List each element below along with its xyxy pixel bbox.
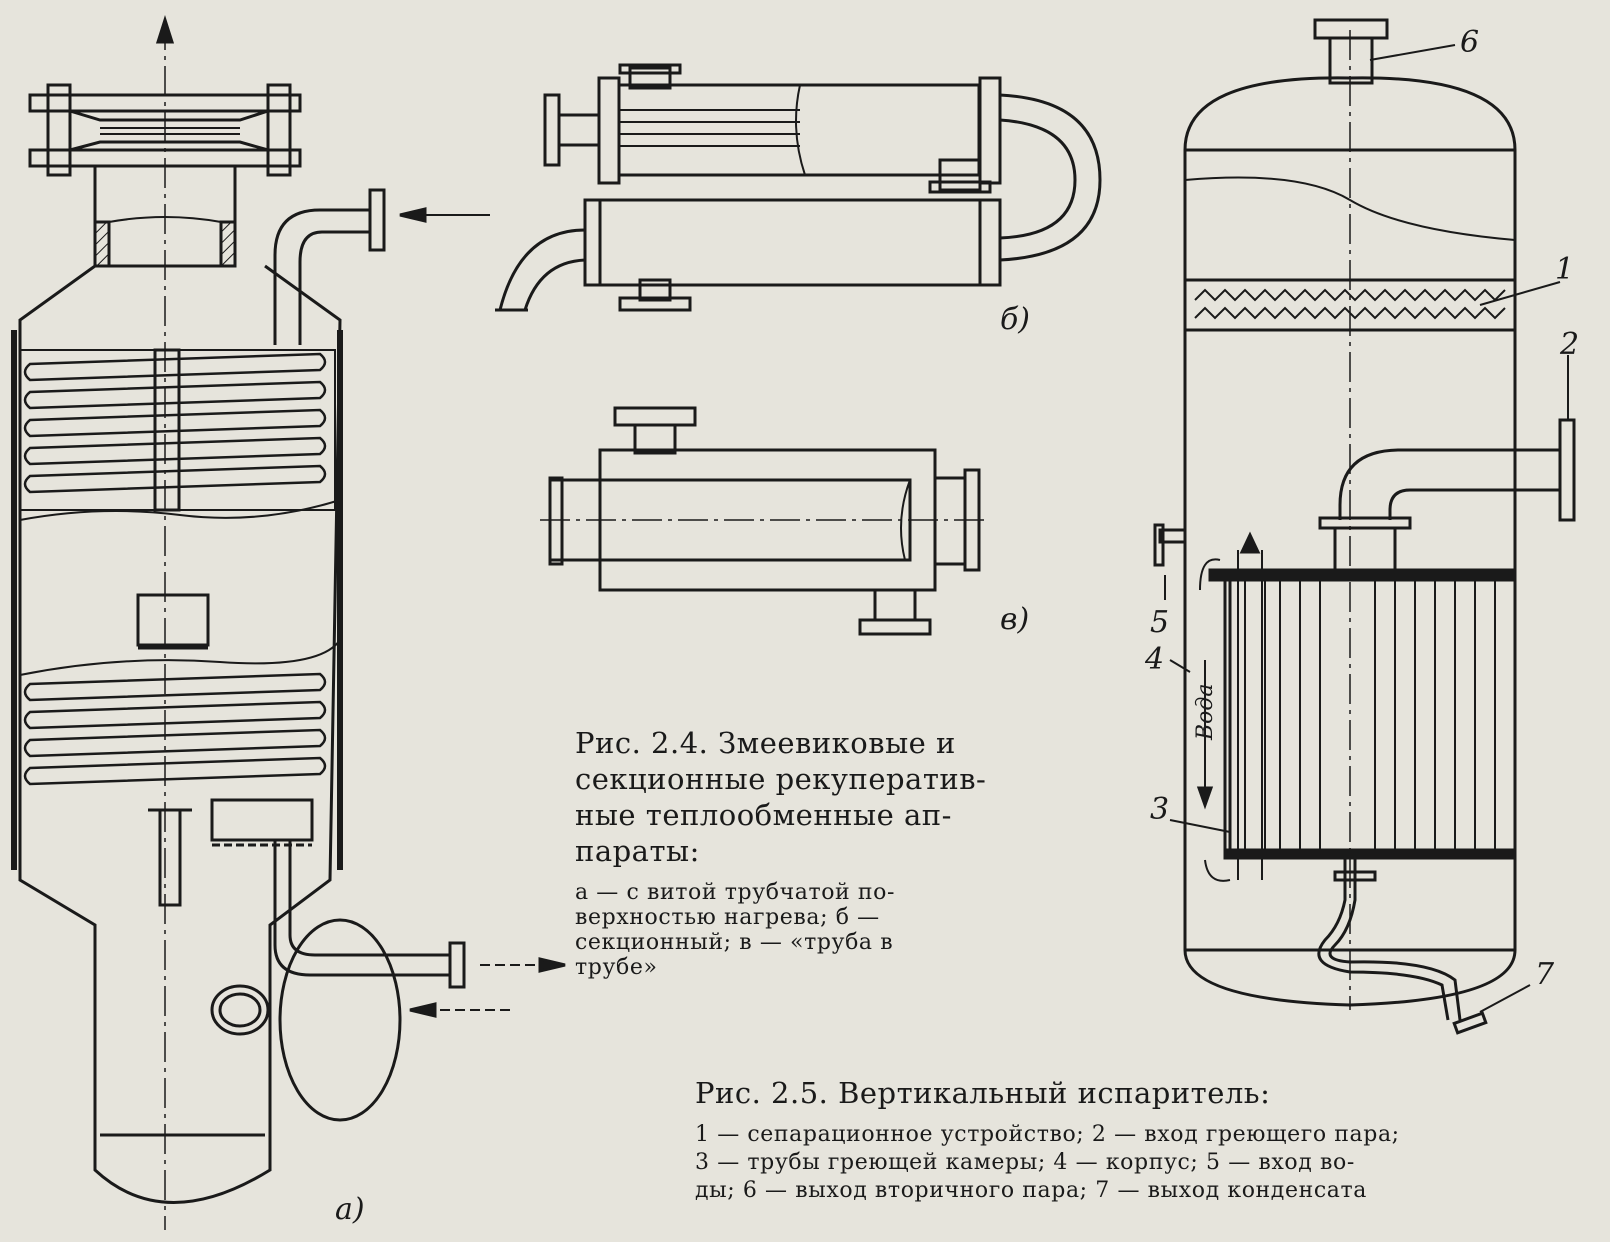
label-6: 6	[1460, 25, 1480, 60]
fig24-legend-line-3: секционный; в — «труба в	[575, 930, 894, 955]
fig24-legend-line-1: а — с витой трубчатой по-	[575, 880, 896, 905]
label-sub-a: а)	[335, 1192, 365, 1227]
drawing-vertical-evaporator	[1153, 18, 1576, 1035]
label-sub-b: б)	[1000, 302, 1031, 337]
label-sub-v: в)	[1000, 602, 1030, 637]
drawing-v-pipe-in-pipe	[540, 406, 990, 636]
fig24-legend-line-2: верхностью нагрева; б —	[575, 905, 880, 930]
fig24-legend-line-4: трубе»	[575, 955, 658, 980]
fig25-legend-line-3: ды; 6 — выход вторичного пара; 7 — выход…	[695, 1178, 1367, 1203]
fig25-legend-line-1: 1 — сепарационное устройство; 2 — вход г…	[695, 1122, 1400, 1147]
label-3: 3	[1150, 792, 1170, 827]
label-5: 5	[1150, 605, 1170, 640]
label-4: 4	[1145, 642, 1165, 677]
fig24-title-line-2: секционные рекуператив-	[575, 762, 987, 796]
fig24-title-line-3: ные теплообменные ап-	[575, 798, 952, 832]
fig25-legend-line-2: 3 — трубы греющей камеры; 4 — корпус; 5 …	[695, 1150, 1355, 1175]
label-voda: Вода	[1193, 683, 1218, 740]
label-2: 2	[1560, 327, 1580, 362]
fig24-title-line-1: Рис. 2.4. Змеевиковые и	[575, 726, 956, 760]
label-1: 1	[1555, 252, 1575, 287]
fig25-title: Рис. 2.5. Вертикальный испаритель:	[695, 1076, 1271, 1110]
drawing-a-coil-exchanger	[11, 15, 566, 1230]
label-7: 7	[1535, 957, 1555, 992]
fig24-title-line-4: параты:	[575, 834, 700, 868]
drawing-b-sectional-exchanger	[495, 63, 1102, 312]
